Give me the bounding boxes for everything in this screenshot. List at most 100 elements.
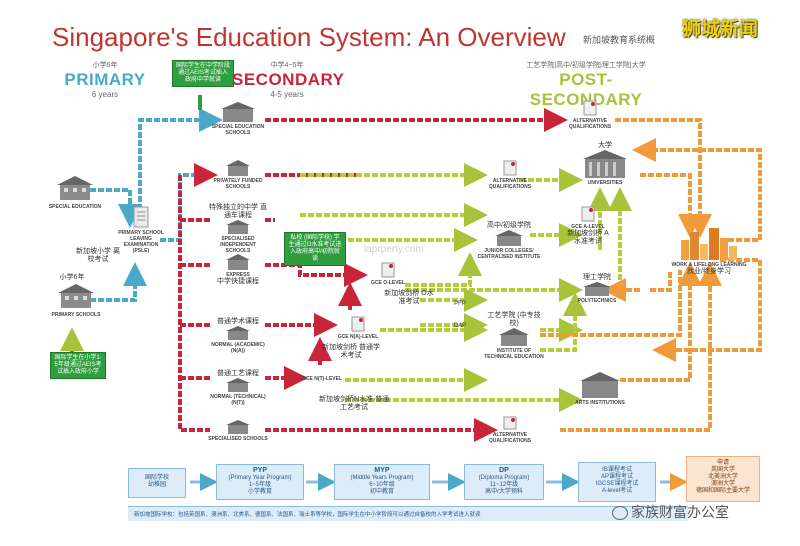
gce-na-level-node: GCE N(A)-LEVEL [336,316,380,340]
secondary-node-cn: 普通工艺课程 [217,370,259,377]
post-node-label: GCE A-LEVEL [571,224,605,230]
dap-label: DAP [453,323,467,329]
post-node-label: ALTERNATIVE QUALIFICATIONS [488,178,532,190]
certificate-icon [503,416,517,430]
polytechnics-node: 理工学院 POLYTECHNICS [570,274,624,304]
pfp-label: PFP [454,301,466,307]
post-secondary-header: 工艺学院|高中/初级学院|理工学院|大学 POST-SECONDARY [506,60,666,110]
wechat-icon [612,506,628,521]
work-flow-lines [540,118,762,432]
school-building-icon [57,176,93,200]
ib-myp-box: MYP (Middle Years Program) 6~10年级 初中教育 [334,464,430,500]
primary-flow-lines [90,108,223,302]
ib-pyp-box: PYP (Primary Year Program) 1~5年级 小学教育 [216,464,304,500]
ib-line: (Primary Year Program) [228,475,292,481]
primary-schools-label: PRIMARY SCHOOLS [51,312,101,318]
school-building-icon [226,326,250,340]
ib-line: 6~10年级 [369,482,395,488]
ite-node: 工艺学院 (中专技校) INSTITUTE OF TECHNICAL EDUCA… [484,312,544,360]
secondary-title: SECONDARY [232,70,345,89]
secondary-node-label: NORMAL (ACADEMIC) (N(A)) [211,342,265,354]
junior-colleges-node: 高中/初级学院 JUNIOR COLLEGES/ CENTRALISED INS… [476,222,542,260]
secondary-node-label: SPECIAL EDUCATION SCHOOLS [211,124,265,136]
exam-node-cn: 新加坡剑桥 普通学术考试 [322,344,380,359]
post-node-cn: 高中/初级学院 [487,222,531,229]
international-school-note: 新加坡国际学校：包括英国系、澳洲系、北美系、德国系、法国系、瑞士系等学校，国际学… [128,506,688,521]
primary-sub: 6 years [91,90,119,99]
ib-line: (Middle Years Program) [350,475,414,481]
school-building-icon [226,254,250,270]
secondary-node-label: SPECIALISED INDEPENDENT SCHOOLS [220,236,256,254]
gce-o-level-node: GCE O-LEVEL [366,262,410,286]
abroad-line: 英国大学 [710,467,735,473]
school-building-icon [226,378,250,392]
post-secondary-flow-lines [300,163,632,412]
exam-paper-icon [133,206,149,228]
post-node-cn: 就业/终身学习 [687,268,731,275]
secondary-node-cn: 特殊独立的中学 直通车课程 [209,204,267,219]
university-building-icon [583,150,627,178]
normal-technical-node: 普通工艺课程 NORMAL (TECHNICAL) (N(T)) [208,370,268,406]
special-education-node: SPECIAL EDUCATION [48,176,102,210]
ib-line: IGCSE课程考试 [595,481,639,487]
aeis-primary-note: 国际学生在小学1-5年级通过AEIS考试插入政府小学 [50,352,106,379]
secondary-node-label: NORMAL (TECHNICAL) (N(T)) [210,394,266,406]
primary-header: 小学6年 PRIMARY 6 years [60,60,150,99]
watermark-bottom: 家族财富办公室 [612,502,729,522]
secondary-node-label: EXPRESS [226,272,250,278]
express-node: EXPRESS 中学快捷课程 [208,254,268,286]
specialised-schools-node: SPECIALISED SCHOOLS [208,420,268,442]
post-node-label: ALTERNATIVE QUALIFICATIONS [488,432,532,444]
aeis-secondary-note: 国际学生在中学阶段通过AEIS考试插入政府中学就读 [172,60,234,87]
ib-exams-box: IB课程考试 AP课程考试 IGCSE课程考试 A-level考试 [578,462,656,502]
certificate-icon [503,160,517,176]
ib-line: 初中教育 [369,489,394,495]
secondary-node-label: PRIVATELY FUNDED SCHOOLS [213,178,263,190]
ib-line: 1~5年级 [248,482,272,488]
post-node-label: ARTS INSTITUTIONS [575,400,625,406]
psle-label: PRIMARY SCHOOL LEAVING EXAMINATION (PSLE… [118,230,164,254]
ib-line: IB课程考试 [602,467,632,473]
post-node-label: POLYTECHNICS [577,298,617,304]
post-node-label: JUNIOR COLLEGES/ CENTRALISED INSTITUTE [477,248,541,260]
abroad-line: 北美洲大学 [707,474,738,480]
watermark-bottom-text: 家族财富办公室 [631,504,729,520]
ib-line: 小学教育 [247,489,272,495]
work-lifelong-learning-node: WORK & LIFELONG LEARNING 就业/终身学习 [666,226,752,276]
primary-school-cn-label: 小学6年 [59,274,85,281]
ib-line: 国际学校 [144,475,169,481]
school-building-icon [226,420,250,434]
primary-schools-node: PRIMARY SCHOOLS [48,284,104,318]
exam-paper-icon [351,316,365,332]
special-education-schools-node: SPECIAL EDUCATION SCHOOLS [208,102,268,136]
primary-cn: 小学6年 [92,62,118,69]
psle-cn-label: 新加坡小学 离校考试 [76,248,120,263]
post-node-label: UNIVERSITIES [587,180,623,186]
secondary-cn: 中学4~5年 [270,62,304,69]
arts-institutions-node: ARTS INSTITUTIONS [570,372,630,406]
exam-node-label: GCE N(A)-LEVEL [337,334,379,340]
post-node-cn: 工艺学院 (中专技校) [487,312,541,327]
post-node-label: WORK & LIFELONG LEARNING [671,262,747,268]
certificate-icon [583,100,597,116]
secondary-node-label: SPECIALISED SCHOOLS [208,436,268,442]
abroad-line: 德国和国际主要大学 [695,488,750,494]
secondary-sub: 4-5 years [270,90,304,99]
ib-title: PYP [252,467,267,474]
chinese-title: 新加坡教育系统概 [583,35,656,45]
post-node-cn: 新加坡剑桥 A水准考试 [567,230,609,245]
school-building-icon [499,328,529,346]
ib-line: 11~12年级 [489,482,519,488]
watermark-url: laprperty.com [364,244,424,255]
normal-academic-node: 普通学术课程 NORMAL (ACADEMIC) (N(A)) [208,318,268,354]
arts-building-icon [580,372,620,398]
watermark-logo-text: 狮城新闻 [682,19,759,40]
ib-dp-box: DP (Diploma Program) 11~12年级 高中/大学预科 [464,464,544,500]
school-building-icon [495,230,523,246]
ib-line: (Diploma Program) [478,475,530,481]
ib-line: A-level考试 [601,488,633,494]
specialised-independent-schools-node: 特殊独立的中学 直通车课程 SPECIALISED INDEPENDENT SC… [208,204,268,254]
post-secondary-cn: 工艺学院|高中/初级学院|理工学院|大学 [526,62,646,69]
overseas-university-box: 申请 英国大学 北美洲大学 澳洲大学 德国和国际主要大学 [686,456,760,502]
abroad-line: 澳洲大学 [710,481,735,487]
